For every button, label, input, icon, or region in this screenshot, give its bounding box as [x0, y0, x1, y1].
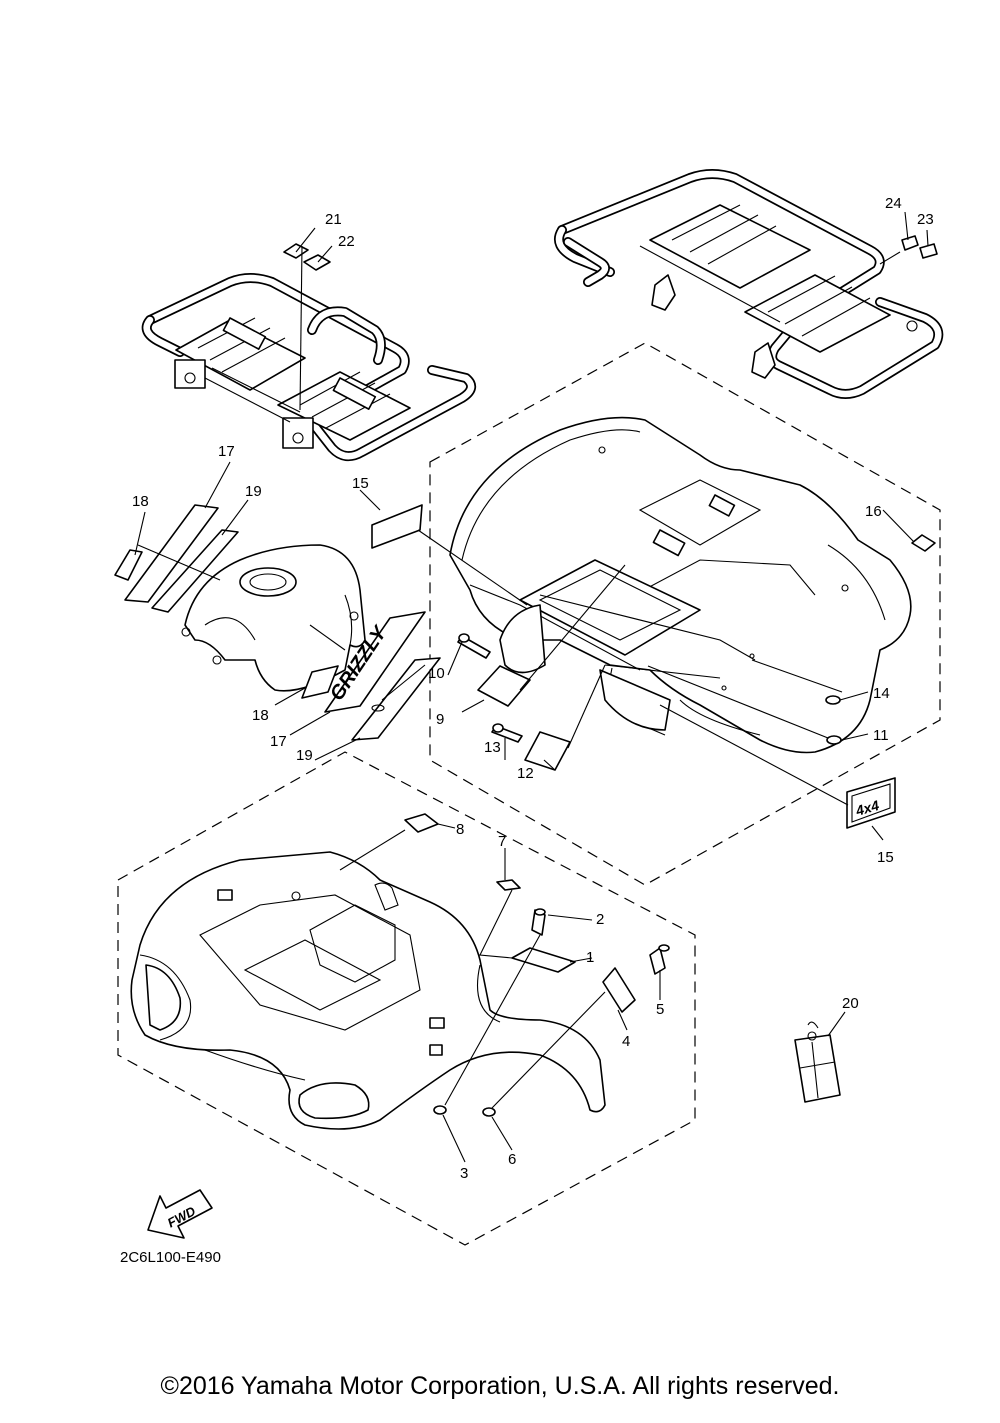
hardware-parts	[283, 235, 938, 1117]
callout-19-upper: 19	[245, 483, 262, 500]
callout-5: 5	[656, 1001, 664, 1018]
callout-13: 13	[484, 739, 501, 756]
callout-20: 20	[842, 995, 859, 1012]
callout-16: 16	[865, 503, 882, 520]
callout-8: 8	[456, 821, 464, 838]
callout-21: 21	[325, 211, 342, 228]
4x4-badge-text: 4x4	[853, 797, 881, 819]
diagram-code: 2C6L100-E490	[120, 1249, 221, 1266]
leader-lines	[134, 211, 929, 1163]
front-fender	[130, 851, 606, 1130]
callout-10: 10	[428, 665, 445, 682]
grizzly-decal	[324, 611, 426, 713]
decal-18	[301, 665, 339, 699]
callout-numbers: 1 2 3 4 5 6 7 8 9 10 11 12 13 14 15 15 1…	[132, 195, 934, 1182]
callout-11: 11	[873, 727, 889, 744]
callout-1: 1	[586, 949, 594, 966]
callout-9: 9	[436, 711, 444, 728]
front-carrier-rack	[141, 273, 477, 462]
tag-part	[794, 1021, 841, 1103]
callout-24: 24	[885, 195, 902, 212]
callout-12: 12	[517, 765, 534, 782]
fwd-arrow: FWD	[147, 1189, 213, 1239]
callout-17-upper: 17	[218, 443, 235, 460]
callout-3: 3	[460, 1165, 468, 1182]
callout-22: 22	[338, 233, 355, 250]
callout-2: 2	[596, 911, 604, 928]
4x4-badge: 4x4	[846, 777, 896, 829]
callout-15-upper: 15	[352, 475, 369, 492]
tank-cover	[181, 544, 366, 692]
copyright-notice: ©2016 Yamaha Motor Corporation, U.S.A. A…	[160, 1372, 840, 1400]
front-fender-group-box	[117, 751, 696, 1246]
callout-18-lower: 18	[252, 707, 269, 724]
callout-17-lower: 17	[270, 733, 287, 750]
callout-4: 4	[622, 1033, 630, 1050]
callout-19-lower: 19	[296, 747, 313, 764]
callout-18-upper: 18	[132, 493, 149, 510]
callout-23: 23	[917, 211, 934, 228]
rear-fender-group-box	[429, 342, 941, 886]
rear-carrier-rack	[554, 169, 944, 399]
callout-15-lower: 15	[877, 849, 894, 866]
callout-14: 14	[873, 685, 890, 702]
rear-fender	[449, 416, 912, 754]
callout-6: 6	[508, 1151, 516, 1168]
decal-19-strip	[351, 657, 441, 741]
callout-7: 7	[498, 833, 506, 850]
decal-strips-upper	[114, 504, 239, 613]
